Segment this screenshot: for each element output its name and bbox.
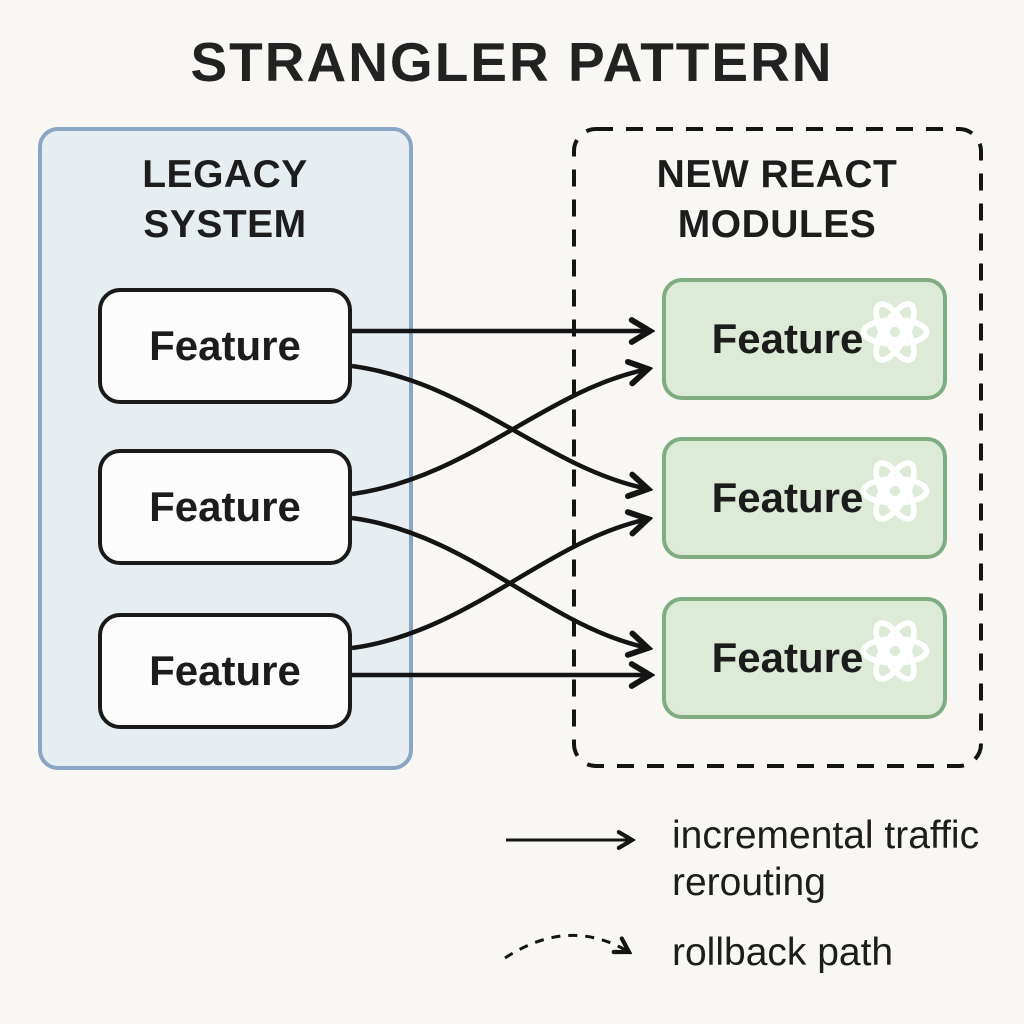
react-feature-1: Feature	[662, 278, 947, 400]
page-title: STRANGLER PATTERN	[190, 31, 834, 93]
react-feature-3: Feature	[662, 597, 947, 719]
legacy-feature-2-label: Feature	[149, 483, 301, 530]
react-logo-icon	[860, 620, 930, 682]
dashed-curved-arrow-icon	[504, 934, 657, 960]
legacy-panel-header: LEGACY SYSTEM	[142, 153, 308, 246]
react-panel-header: NEW REACT MODULES	[656, 153, 898, 246]
solid-arrow-icon	[506, 820, 650, 860]
legacy-feature-2: Feature	[98, 449, 352, 565]
legacy-feature-3-label: Feature	[149, 647, 301, 694]
legend-label-incremental: incremental traffic rerouting	[672, 814, 980, 904]
react-logo-icon	[860, 301, 930, 363]
legacy-feature-3: Feature	[98, 613, 352, 729]
legend-label-rollback: rollback path	[672, 931, 894, 974]
react-feature-2: Feature	[662, 437, 947, 559]
legacy-feature-1: Feature	[98, 288, 352, 404]
legacy-feature-1-label: Feature	[149, 322, 301, 369]
react-logo-icon	[860, 460, 930, 522]
